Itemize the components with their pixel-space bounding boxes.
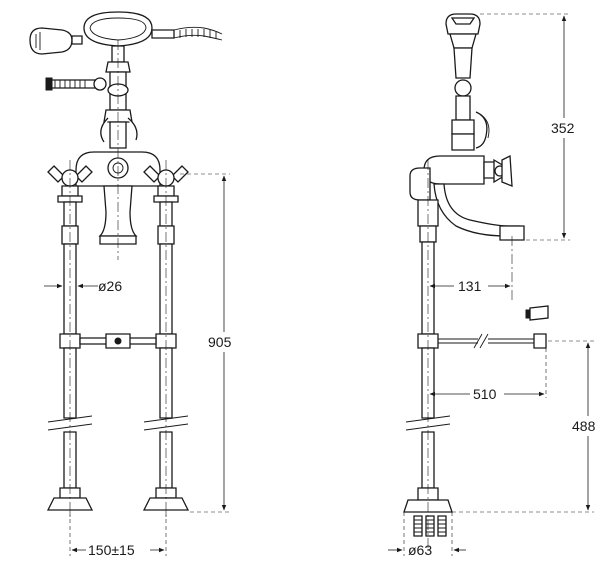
central-column (100, 45, 138, 149)
leg-spacing-label: 150±15 (88, 542, 135, 558)
dimension-handset-height: 352 (480, 13, 580, 241)
hose-length-label: 510 (473, 386, 497, 402)
pipe-diameter-label: ø26 (98, 278, 122, 294)
side-handset (445, 13, 490, 151)
right-leg (142, 201, 190, 511)
dimension-leg-spacing: 150±15 (69, 512, 167, 558)
side-pipe-column (403, 167, 453, 513)
base-diameter-label: ø63 (408, 542, 432, 558)
dimension-total-height: 905 (180, 173, 238, 513)
dimension-base-diameter: ø63 (388, 512, 466, 558)
left-leg (46, 201, 94, 511)
side-valve-body (423, 154, 513, 187)
handset-cradle (83, 11, 223, 47)
dimension-hose-height: 488 (452, 340, 606, 513)
side-view: 352 131 510 488 ø63 (388, 13, 606, 558)
side-hose (438, 305, 549, 349)
dimension-hose-length: 510 (429, 348, 547, 402)
side-spout (433, 183, 525, 241)
spout-reach-label: 131 (458, 278, 482, 294)
front-view: ø26 905 150±15 (29, 11, 238, 558)
hose-left (45, 77, 107, 91)
dimension-pipe-diameter: ø26 (44, 278, 122, 294)
base-bolts (413, 515, 447, 537)
handset-height-label: 352 (551, 120, 575, 136)
crossbar (79, 333, 157, 349)
hose-height-label: 488 (572, 418, 596, 434)
dimension-spout-reach: 131 (429, 276, 511, 294)
total-height-label: 905 (208, 334, 232, 350)
hand-shower-head (29, 27, 83, 55)
